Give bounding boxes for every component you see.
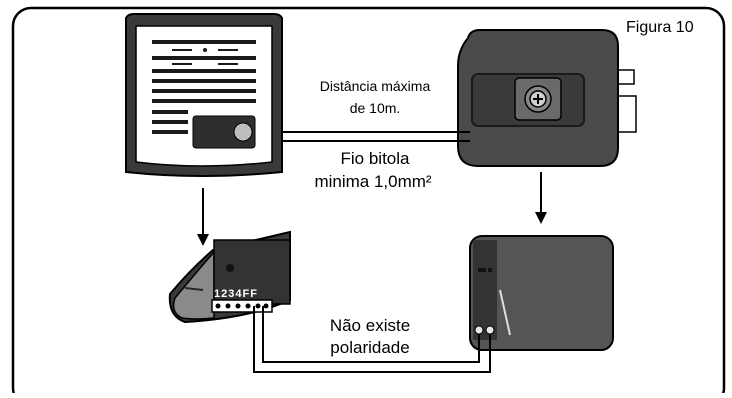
distance-note-line1: Distância máxima	[319, 78, 431, 94]
wire-note-line1: Fio bitola	[340, 149, 410, 168]
frame-border	[11, 6, 726, 398]
distance-note-line2: de 10m.	[349, 100, 401, 116]
wire-note-line2: minima 1,0mm²	[314, 172, 432, 191]
arrow-left	[197, 188, 209, 246]
cable-top	[282, 131, 470, 142]
intercom-panel	[125, 13, 283, 177]
call-button	[192, 115, 256, 149]
terminal-block	[168, 230, 291, 324]
speaker-grille	[152, 40, 256, 134]
polarity-note-line1: Não existe	[329, 316, 411, 335]
cable-bottom	[253, 306, 491, 373]
lock-internal	[469, 235, 614, 351]
electric-lock	[457, 29, 637, 167]
terminal-labels: 1234FF	[214, 288, 258, 300]
arrow-right	[535, 172, 547, 224]
polarity-note-line2: polaridade	[330, 338, 410, 357]
figure-label: Figura 10	[626, 19, 694, 36]
